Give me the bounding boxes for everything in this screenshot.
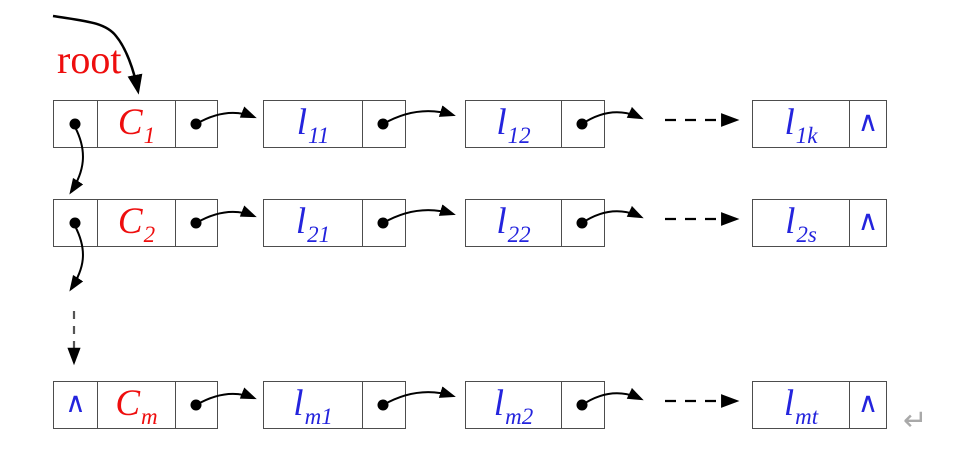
null-pointer-cell: ∧	[849, 200, 886, 246]
label-sub: 11	[307, 122, 330, 148]
label-main: C	[115, 382, 141, 424]
label-main: l	[496, 101, 507, 143]
label-main: C	[117, 200, 143, 242]
label-sub: m	[141, 403, 158, 429]
label-sub: 1	[143, 122, 156, 148]
label-sub: 2	[143, 221, 156, 247]
label-sub: 1k	[795, 122, 818, 148]
label-main: C	[117, 101, 143, 143]
next-pointer-cell	[561, 101, 604, 147]
paragraph-return-mark: ↵	[903, 403, 928, 437]
label-sub: 22	[507, 221, 531, 247]
next-pointer-cell	[561, 200, 604, 246]
label-main: l	[784, 101, 795, 143]
label-sub: m1	[304, 403, 333, 429]
null-pointer-cell: ∧	[849, 101, 886, 147]
down-pointer-cell	[54, 101, 97, 147]
label-main: l	[293, 382, 304, 424]
next-pointer-cell	[362, 101, 405, 147]
label-main: l	[785, 200, 796, 242]
label-main: l	[496, 200, 507, 242]
null-pointer-icon: ∧	[65, 386, 86, 419]
next-pointer-cell	[561, 382, 604, 428]
next-pointer-cell	[362, 382, 405, 428]
null-pointer-icon: ∧	[857, 105, 879, 138]
label-sub: m2	[505, 403, 534, 429]
next-pointer-cell	[175, 200, 217, 246]
next-pointer-cell	[362, 200, 405, 246]
next-pointer-cell	[175, 382, 217, 428]
null-pointer-icon: ∧	[857, 204, 879, 237]
null-pointer-icon: ∧	[857, 386, 879, 419]
label-main: l	[783, 382, 795, 424]
label-main: l	[296, 101, 307, 143]
label-sub: 21	[307, 221, 331, 247]
down-pointer-cell	[54, 200, 97, 246]
label-sub: 12	[507, 122, 531, 148]
label-main: l	[295, 200, 307, 242]
root-label: root	[57, 37, 122, 82]
label-sub: 2s	[796, 221, 817, 247]
label-sub: mt	[795, 403, 819, 429]
label-main: l	[493, 382, 505, 424]
null-pointer-cell: ∧	[849, 382, 886, 428]
next-pointer-cell	[175, 101, 217, 147]
null-pointer-cell: ∧	[54, 382, 97, 428]
